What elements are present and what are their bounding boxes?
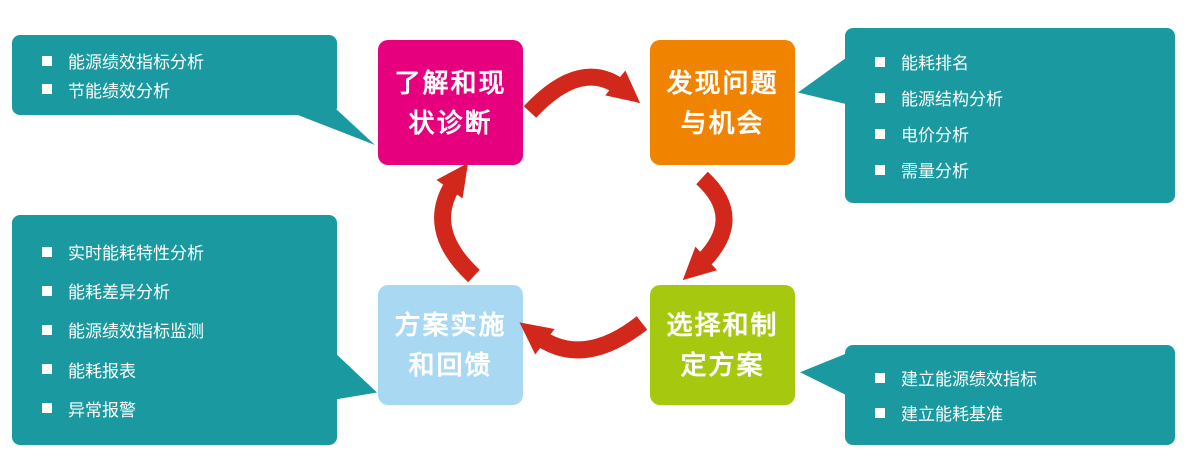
step-label-line: 了解和现 — [394, 67, 507, 98]
callout-item-label: 能源绩效指标监测 — [68, 322, 204, 342]
step-label-line: 与机会 — [680, 107, 765, 138]
list-item: 能源绩效指标分析 — [42, 48, 325, 73]
curved-arrow-step4-to-step1-icon — [434, 163, 480, 283]
callout-tail — [332, 350, 377, 400]
list-item: 电价分析 — [875, 121, 1163, 146]
step-understand-and-diagnose: 了解和现 状诊断 — [378, 40, 523, 165]
step-label-line: 定方案 — [680, 350, 765, 380]
callout-top-right: 能耗排名 能源结构分析 电价分析 需量分析 — [845, 28, 1175, 203]
square-bullet-icon — [875, 164, 885, 175]
list-item: 异常报警 — [42, 396, 325, 421]
list-item: 能源结构分析 — [875, 85, 1163, 110]
list-item: 能耗报表 — [42, 357, 325, 382]
square-bullet-icon — [42, 324, 52, 335]
list-item: 能耗差异分析 — [42, 278, 325, 303]
step-label-line: 方案实施 — [394, 310, 507, 340]
callout-item-label: 建立能源绩效指标 — [901, 370, 1037, 389]
square-bullet-icon — [42, 246, 52, 257]
curved-arrow-step3-to-step4-icon — [519, 316, 648, 359]
list-item: 能源绩效指标监测 — [42, 317, 325, 342]
square-bullet-icon — [42, 84, 52, 95]
callout-tail — [800, 352, 850, 397]
callout-item-label: 能耗排名 — [901, 54, 969, 73]
step-label-line: 发现问题 — [666, 67, 779, 98]
square-bullet-icon — [875, 407, 885, 418]
callout-item-label: 节能绩效分析 — [68, 81, 170, 101]
callout-item-label: 电价分析 — [901, 126, 969, 145]
square-bullet-icon — [875, 128, 885, 139]
step-implement-and-feedback: 方案实施 和回馈 — [378, 285, 523, 405]
list-item: 建立能源绩效指标 — [875, 365, 1163, 390]
callout-top-left: 能源绩效指标分析 节能绩效分析 — [12, 35, 337, 115]
square-bullet-icon — [875, 92, 885, 103]
curved-arrow-step1-to-step2-icon — [523, 68, 641, 118]
list-item: 能耗排名 — [875, 49, 1163, 74]
callout-item-label: 能耗报表 — [68, 361, 136, 381]
step-label-line: 和回馈 — [408, 350, 493, 380]
callout-tail — [798, 55, 850, 105]
step-find-problems-opportunities: 发现问题 与机会 — [650, 40, 795, 165]
square-bullet-icon — [875, 56, 885, 67]
callout-item-label: 能耗差异分析 — [68, 283, 170, 303]
callout-tail — [285, 110, 375, 145]
callout-item-label: 实时能耗特性分析 — [68, 244, 204, 264]
step-label-line: 状诊断 — [408, 107, 493, 138]
square-bullet-icon — [42, 55, 52, 66]
callout-item-label: 能源结构分析 — [901, 90, 1003, 109]
list-item: 需量分析 — [875, 157, 1163, 182]
step-label-line: 选择和制 — [666, 310, 779, 340]
callout-item-label: 需量分析 — [901, 162, 969, 181]
square-bullet-icon — [42, 364, 52, 375]
square-bullet-icon — [42, 403, 52, 414]
square-bullet-icon — [42, 285, 52, 296]
callout-item-label: 建立能耗基准 — [901, 405, 1003, 424]
list-item: 实时能耗特性分析 — [42, 239, 325, 264]
callout-bottom-left: 实时能耗特性分析 能耗差异分析 能源绩效指标监测 能耗报表 异常报警 — [12, 215, 337, 445]
callout-item-label: 能源绩效指标分析 — [68, 53, 204, 73]
callout-bottom-right: 建立能源绩效指标 建立能耗基准 — [845, 345, 1175, 445]
step-select-and-make-plan: 选择和制 定方案 — [650, 285, 795, 405]
list-item: 建立能耗基准 — [875, 400, 1163, 425]
callout-item-label: 异常报警 — [68, 400, 136, 420]
square-bullet-icon — [875, 372, 885, 383]
list-item: 节能绩效分析 — [42, 77, 325, 102]
curved-arrow-step2-to-step3-icon — [682, 171, 733, 281]
